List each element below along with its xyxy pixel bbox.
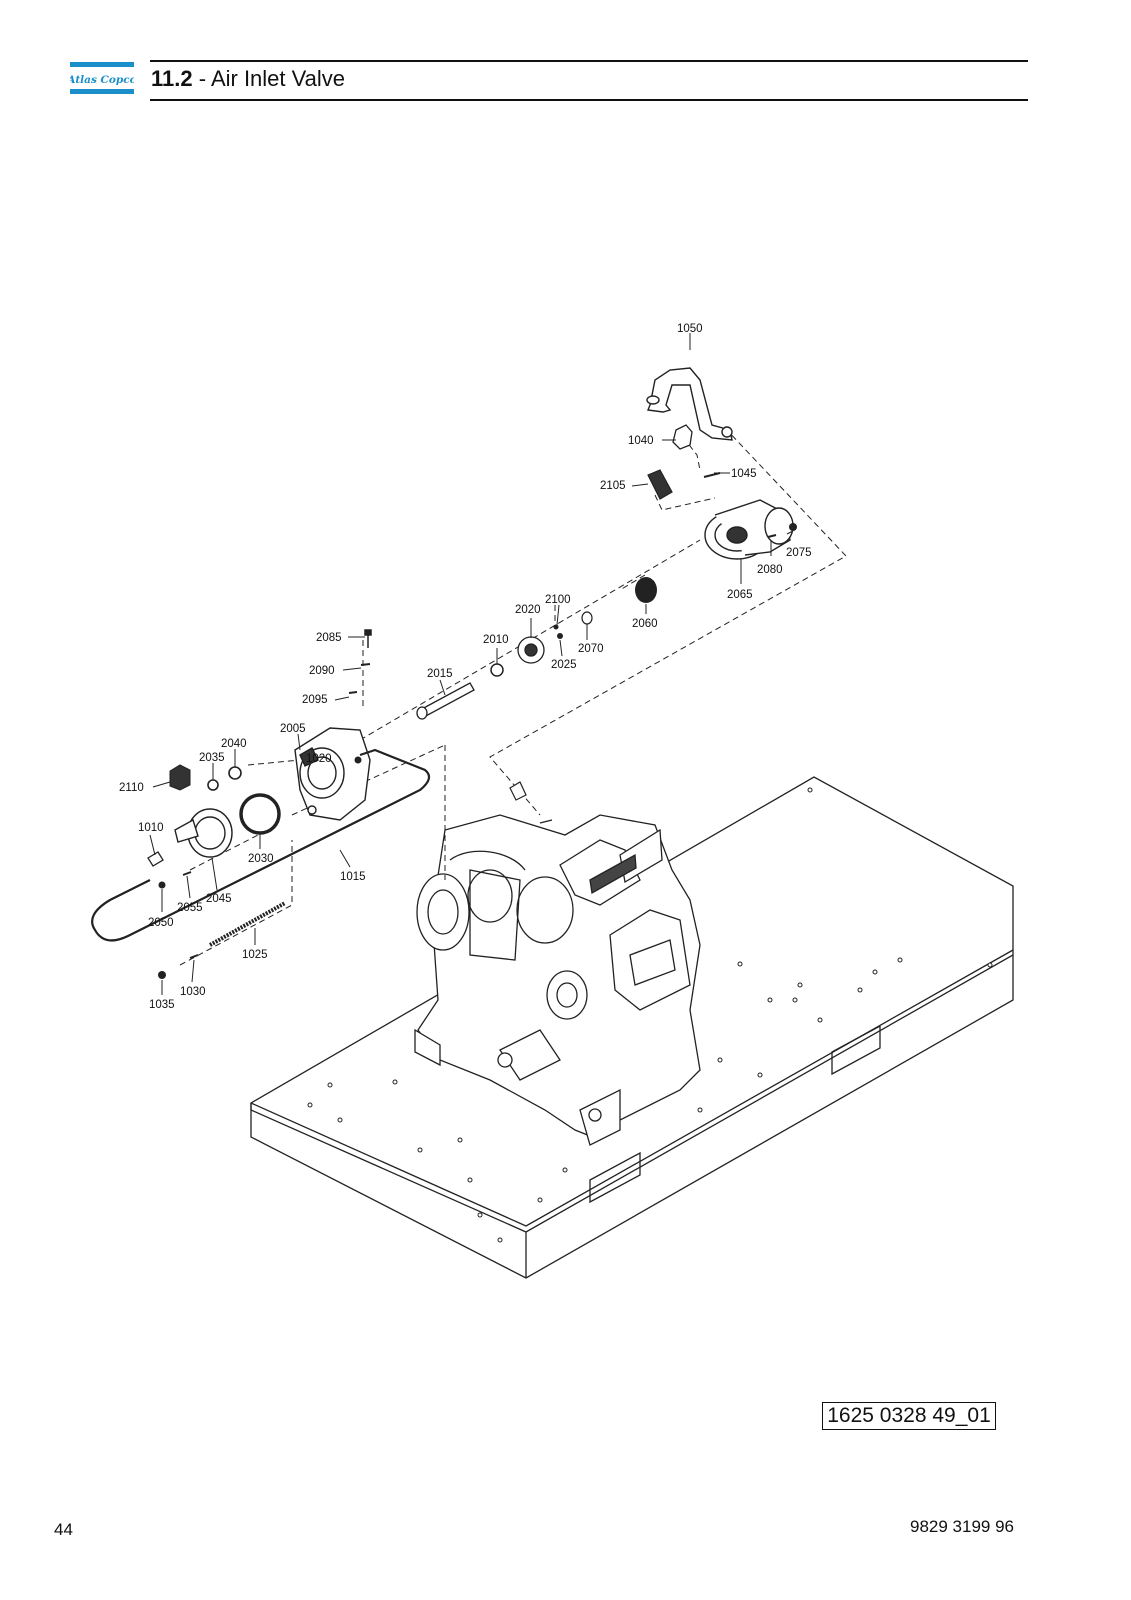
callout-2085: 2085 [316,632,342,644]
callout-1025: 1025 [242,949,268,961]
callout-2030: 2030 [248,853,274,865]
part-2060-piston [635,577,657,603]
callout-2100: 2100 [545,594,571,606]
part-2040-ring [228,766,242,780]
part-1050-pipe [646,367,733,441]
header-rule-top [150,60,1028,62]
part-1015-hose [91,748,431,942]
frame-fitting [509,781,553,824]
part-2085-bolt [364,629,372,648]
callout-1035: 1035 [149,999,175,1011]
callout-2015: 2015 [427,668,453,680]
drawing-reference: 1625 0328 49_01 [822,1402,996,1430]
part-2020-disc [517,636,545,664]
page-title: 11.2 - Air Inlet Valve [151,66,345,92]
page-number: 44 [54,1520,73,1539]
callout-2060: 2060 [632,618,658,630]
callout-2090: 2090 [309,665,335,677]
callout-2020: 2020 [515,604,541,616]
part-2005-valve-body [294,727,371,821]
callout-1040: 1040 [628,435,654,447]
compressor-element [414,814,701,1146]
part-1035-nut [158,971,166,979]
section-title: - Air Inlet Valve [192,66,346,91]
part-2055-washer [182,871,192,876]
callout-1010: 1010 [138,822,164,834]
callout-2025: 2025 [551,659,577,671]
part-2015-shaft [416,682,475,720]
part-2105-spring [647,469,673,500]
callout-2045: 2045 [206,893,232,905]
callout-2055: 2055 [177,902,203,914]
frame-holes [307,787,993,1243]
callout-1020: 1020 [306,753,332,765]
logo-text: Atlas Copco [70,74,134,86]
atlas-copco-logo: Atlas Copco [70,62,134,94]
part-2075-screw [789,523,797,531]
callout-1015: 1015 [340,871,366,883]
callout-2065: 2065 [727,589,753,601]
section-number: 11.2 [151,66,193,91]
part-1030-washer [189,954,199,959]
part-1040-fitting [672,424,693,450]
part-2030-gasket [239,793,281,835]
part-1045-oring [703,472,721,478]
part-2080-washer [767,534,777,538]
part-2065-housing [704,499,794,560]
part-2035-ring [207,779,219,791]
callout-2110: 2110 [119,782,144,794]
callout-2005: 2005 [280,723,306,735]
callout-1050: 1050 [677,323,703,335]
document-number: 9829 3199 96 [910,1517,1014,1536]
part-2045-cover [174,808,233,858]
callout-leaders [149,333,794,995]
callout-2050: 2050 [148,917,174,929]
callout-2075: 2075 [786,547,812,559]
part-1025-rod [209,901,286,947]
header-rule-bottom [150,99,1028,101]
part-1010-connector [147,851,164,867]
callout-1045: 1045 [731,468,757,480]
part-2010-nut [490,663,504,677]
callout-2080: 2080 [757,564,783,576]
callout-2035: 2035 [199,752,225,764]
part-2050-screw [158,881,166,889]
callout-2105: 2105 [600,480,626,492]
part-2095-washer [348,691,358,694]
callout-2040: 2040 [221,738,247,750]
part-2070-bushing [581,611,593,625]
part-2025-nut [557,633,563,639]
callout-2070: 2070 [578,643,604,655]
part-1020-fitting [354,756,362,764]
part-2090-washer [360,663,371,666]
part-2110-clip [169,764,191,791]
callout-2010: 2010 [483,634,509,646]
callout-2095: 2095 [302,694,328,706]
callout-labels: 1050 1040 1045 2105 2075 2080 2065 2060 … [119,323,812,1011]
part-2100-screw [553,624,559,630]
callout-1030: 1030 [180,986,206,998]
